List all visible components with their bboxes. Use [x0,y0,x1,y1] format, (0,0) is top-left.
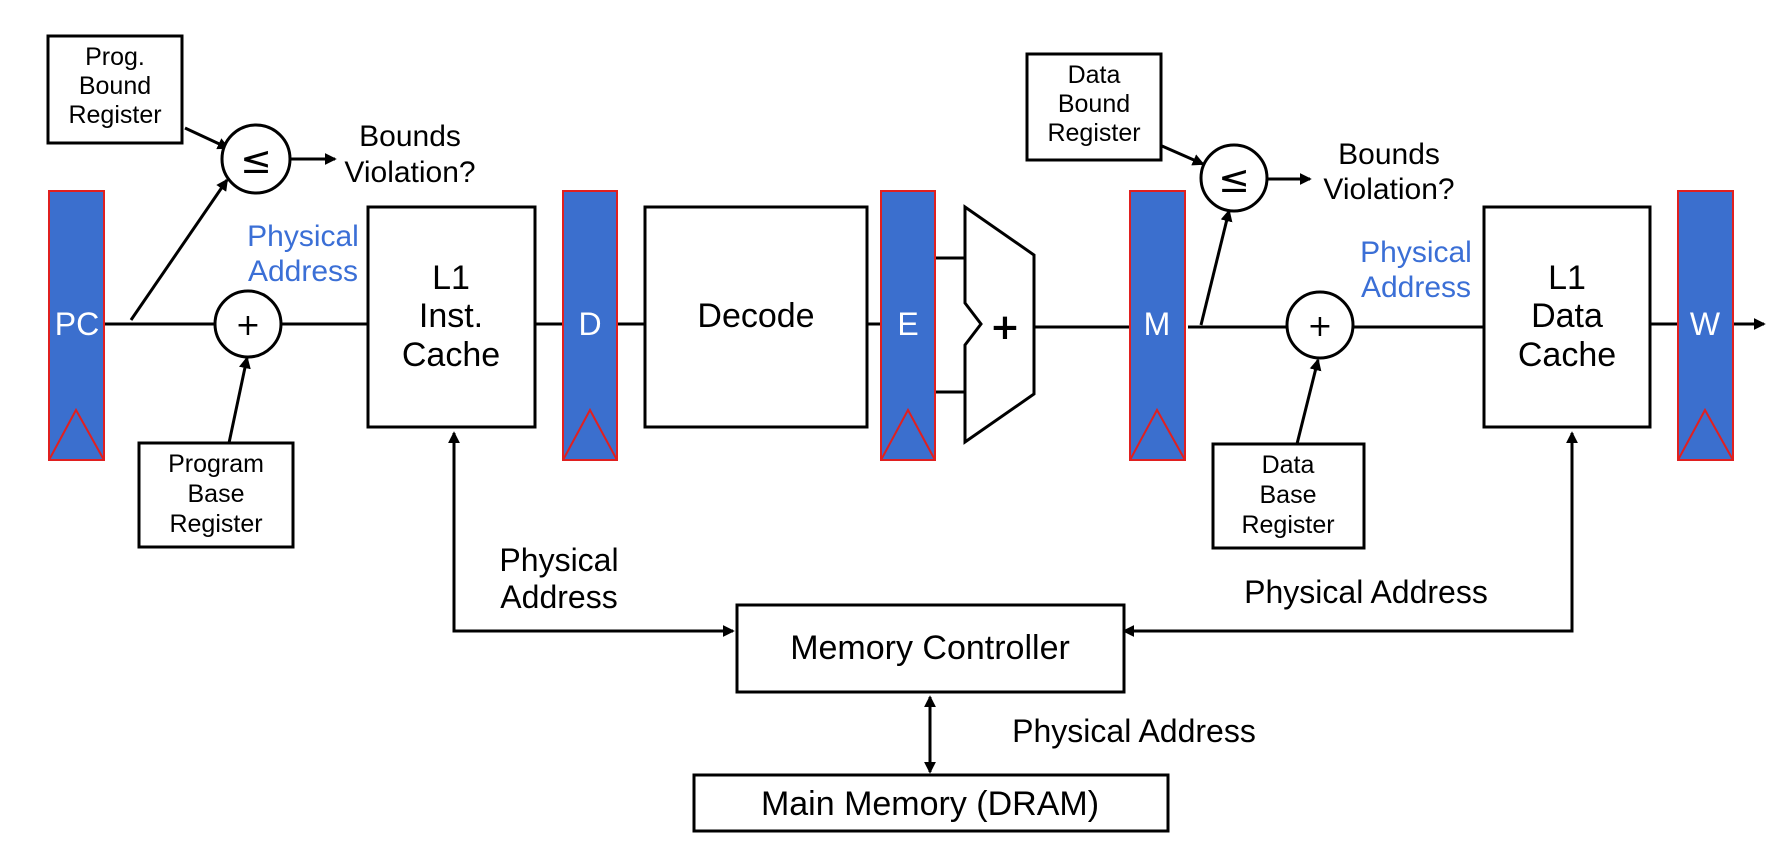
plus-icon: + [990,307,1020,348]
svg-text:L1: L1 [432,259,470,297]
svg-text:Base: Base [188,480,245,508]
svg-text:Register: Register [1047,119,1140,147]
data-base-register: Data Base Register [1211,442,1366,550]
svg-text:Data: Data [1531,297,1603,335]
svg-text:Inst.: Inst. [419,297,483,335]
svg-text:Address: Address [248,255,358,288]
m-to-compare-wire [1199,209,1233,326]
m-label: M [1144,306,1171,342]
clock-triangle-icon [880,407,936,461]
svg-text:Violation?: Violation? [1323,173,1454,206]
inst-physical-address-label: Physical Address [499,542,618,615]
program-base-register: Program Base Register [137,441,295,549]
e-label: E [897,306,918,342]
pipeline-register-pc: PC [48,190,105,461]
l1-data-cache: L1 Data Cache [1482,205,1652,429]
data-physical-address-label: Physical Address [1244,574,1488,610]
dram-physical-address-label: Physical Address [1012,713,1256,749]
svg-text:Base: Base [1260,481,1317,509]
clock-triangle-icon [1677,407,1734,461]
svg-text:Program: Program [168,450,264,478]
svg-text:Cache: Cache [402,336,500,374]
svg-text:Bound: Bound [1058,90,1130,118]
data-cache-to-controller-wire [1122,431,1578,637]
svg-text:Data: Data [1068,61,1121,89]
alu: + [963,204,1036,445]
pipeline-register-e: E [880,190,936,461]
bounds-comparator: ≤ [1199,143,1269,213]
plus-icon: + [1307,309,1332,344]
bounds-violation-label: Bounds Violation? [344,120,475,189]
main-memory: Main Memory (DRAM) [692,773,1170,833]
svg-text:L1: L1 [1548,259,1586,297]
svg-text:Physical: Physical [1360,236,1472,269]
address-adder: + [213,289,283,359]
clock-triangle-icon [1129,407,1186,461]
svg-text:Memory Controller: Memory Controller [790,629,1070,667]
svg-text:Address: Address [500,579,617,615]
data-bound-to-compare-wire [1161,144,1205,166]
decode-unit: Decode [643,205,869,429]
less-equal-icon: ≤ [1218,157,1250,201]
inst-cache-to-controller-wire [448,431,735,637]
address-adder: + [1285,290,1355,360]
prog-bound-to-compare-wire [184,126,230,150]
prog-bound-register: Prog. Bound Register [46,34,184,145]
svg-text:Violation?: Violation? [344,156,475,189]
data-bound-register: Data Bound Register [1025,52,1163,162]
svg-text:Data: Data [1262,451,1315,479]
physical-address-annotation: Physical Address [247,220,359,288]
svg-text:Physical: Physical [499,542,618,578]
svg-text:Register: Register [68,101,161,129]
less-equal-icon: ≤ [240,138,272,182]
pipeline-register-m: M [1129,190,1186,461]
svg-text:Bounds: Bounds [1338,138,1440,171]
svg-text:Prog.: Prog. [85,43,145,71]
svg-text:Address: Address [1361,271,1471,304]
svg-text:Decode: Decode [697,297,814,335]
svg-text:Bound: Bound [79,72,151,100]
svg-text:Register: Register [1241,511,1334,539]
svg-text:Bounds: Bounds [359,120,461,153]
plus-icon: + [235,308,260,343]
clock-triangle-icon [562,407,618,461]
data-base-to-adder-wire [1295,358,1322,445]
bounds-comparator: ≤ [220,123,292,195]
pipeline-register-d: D [562,190,618,461]
pipeline-register-w: W [1677,190,1734,461]
svg-text:Cache: Cache [1518,336,1616,374]
program-base-to-adder-wire [227,356,251,444]
pc-to-compare-wire [129,178,229,321]
physical-address-annotation: Physical Address [1360,236,1472,304]
memory-controller: Memory Controller [735,603,1126,694]
bounds-violation-label: Bounds Violation? [1323,138,1454,206]
pc-label: PC [55,306,99,342]
l1-inst-cache: L1 Inst. Cache [366,205,537,429]
clock-triangle-icon [48,407,105,461]
w-label: W [1690,306,1721,342]
d-label: D [578,306,601,342]
svg-text:Main Memory (DRAM): Main Memory (DRAM) [761,785,1099,823]
svg-text:Register: Register [169,510,262,538]
svg-text:Physical: Physical [247,220,359,253]
